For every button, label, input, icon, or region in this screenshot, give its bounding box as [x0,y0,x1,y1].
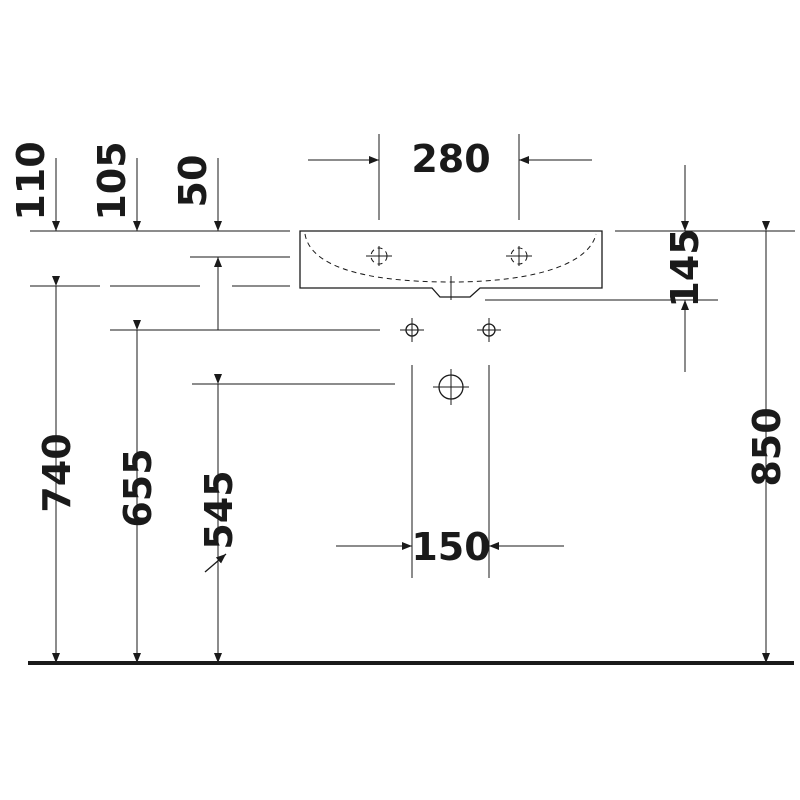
dimension-145-label: 145 [663,228,707,307]
dimension-740-label: 740 [35,433,79,512]
dimension-850-label: 850 [745,407,789,486]
dimension-50-label: 50 [171,155,215,208]
dimension-105-label: 105 [90,141,134,220]
dimension-545-label: 545 [197,470,241,549]
extension-lines [30,134,795,578]
dimension-280-label: 280 [411,137,490,181]
basin [299,230,603,300]
dimension-150-label: 150 [411,525,490,569]
tap-hole-left [366,246,392,266]
tap-hole-right [506,246,532,266]
water-connection-right [477,318,501,342]
dimension-110-label: 110 [9,141,53,220]
drain-connection [433,369,469,405]
dimension-arrows [52,156,770,663]
water-connection-left [400,318,424,342]
dimension-655-label: 655 [116,448,160,527]
